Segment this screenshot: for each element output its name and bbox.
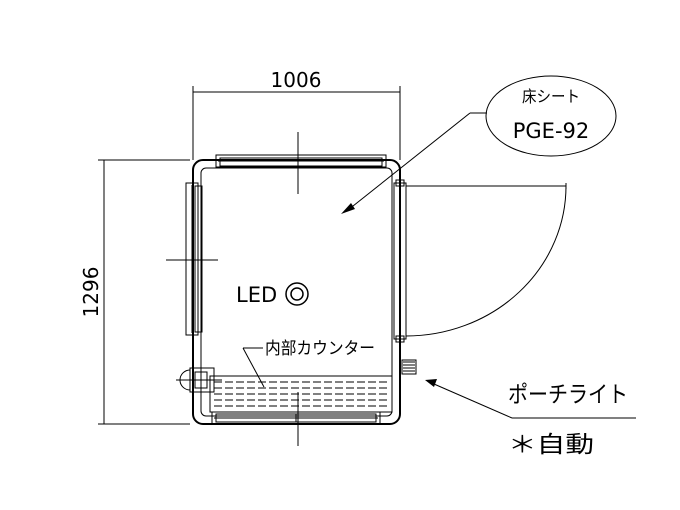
counter-leader (242, 347, 265, 388)
floor-sheet-callout (347, 75, 617, 211)
internal-counter (209, 375, 393, 413)
porch-light-fixture (401, 359, 417, 375)
auto-label: ＊自動 (508, 432, 594, 458)
porch-light-label: ポーチライト (508, 382, 628, 408)
bottom-window-crosshair (280, 392, 316, 446)
left-window-crosshair (166, 242, 218, 280)
counter-fixture (176, 367, 222, 393)
counter-label: 内部カウンター (265, 339, 375, 359)
width-dimension (192, 86, 401, 160)
door (393, 179, 407, 343)
porch-light-arrowhead (425, 379, 437, 387)
cabin-outline (192, 159, 401, 425)
floor-sheet-arrowhead (341, 203, 355, 214)
top-window-crosshair (280, 132, 316, 194)
floor-sheet-label: 床シート (522, 87, 580, 106)
porch-light-leader (433, 383, 636, 419)
floor-sheet-code: PGE-92 (513, 119, 590, 143)
width-dimension-label: 1006 (271, 68, 322, 92)
led-light-icon (285, 282, 309, 306)
led-label: LED (236, 283, 277, 307)
door-swing-arc (405, 183, 567, 337)
height-dimension-label: 1296 (79, 267, 103, 318)
height-dimension (98, 159, 190, 425)
